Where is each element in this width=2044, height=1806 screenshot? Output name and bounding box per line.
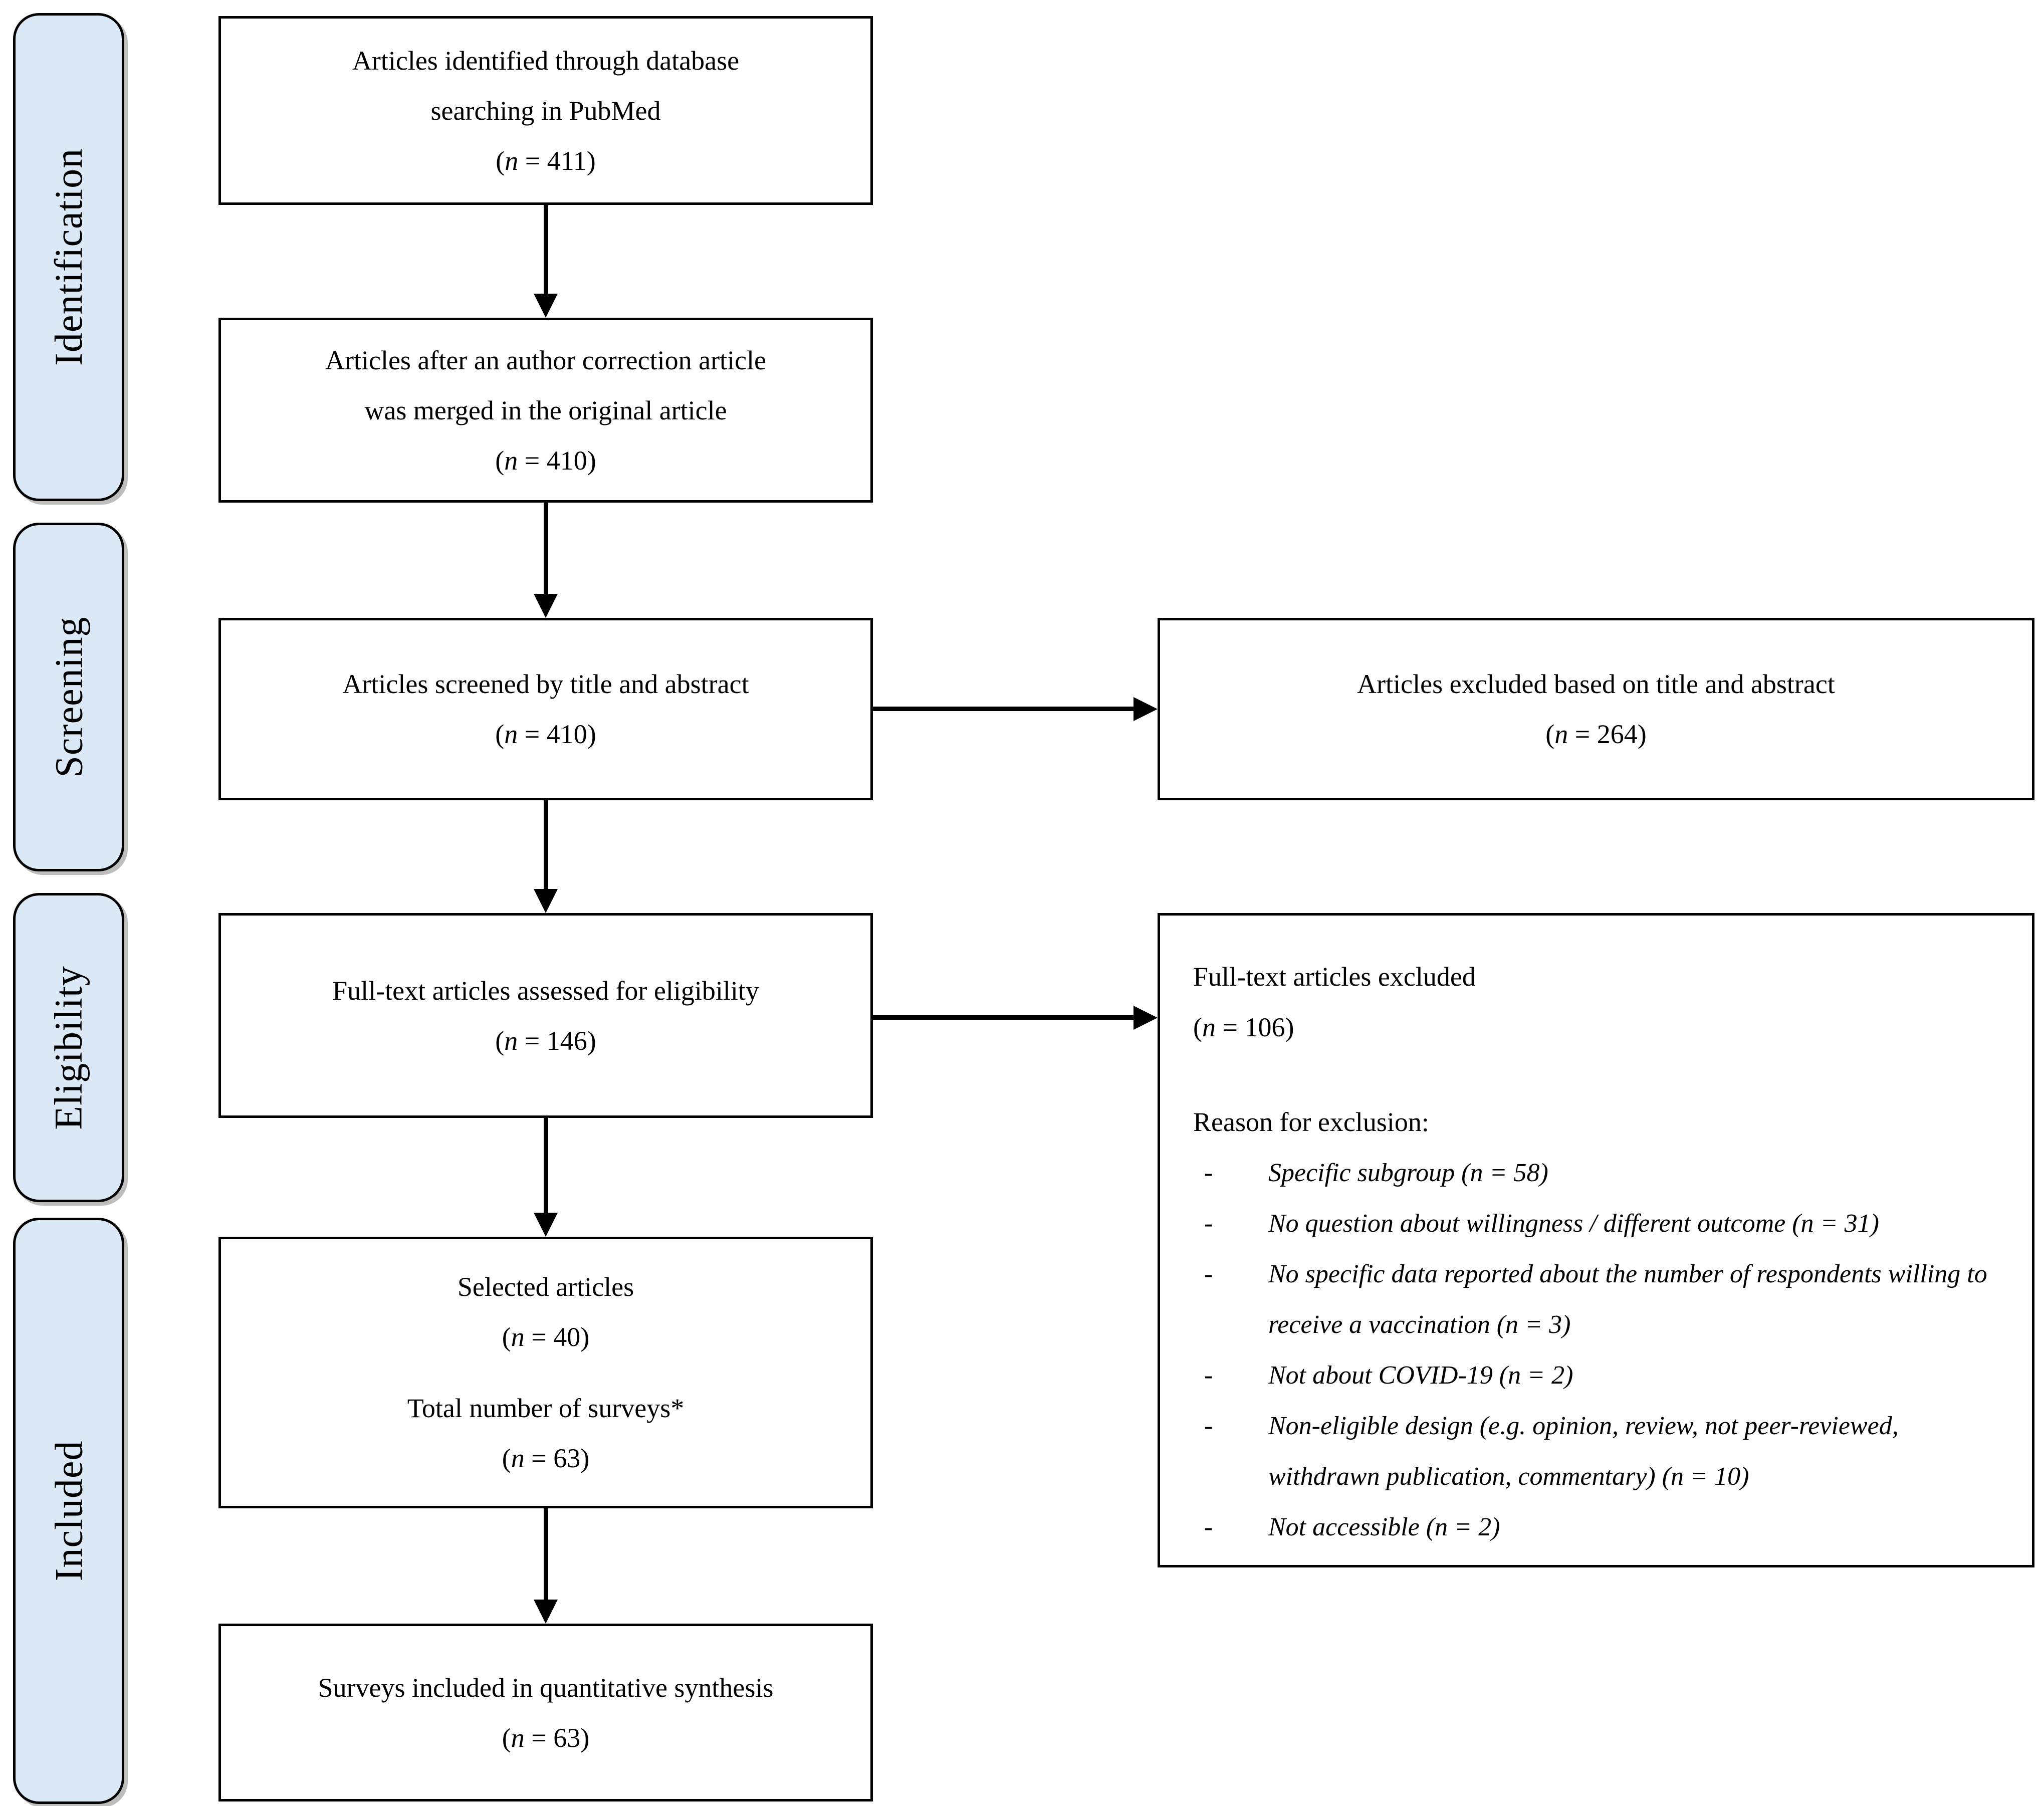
box-articles-merged-line2: was merged in the original article [364,395,727,425]
arrow-screened-to-excluded-head [1133,697,1158,721]
box-articles-merged-count: (n = 410) [495,445,596,476]
excluded-fulltext-title: Full-text articles excluded [1193,962,1476,992]
box-articles-identified-count: (n = 411) [496,145,596,176]
spacer [1193,1053,2012,1097]
box-articles-merged-line1: Articles after an author correction arti… [325,345,767,375]
arrow-fulltext-to-selected-head [534,1213,558,1237]
dash-bullet: - [1204,1159,1213,1187]
arrow-merged-to-screened-line [544,503,548,594]
dash-bullet: - [1204,1412,1213,1440]
box-selected-articles-line1: Selected articles [457,1272,634,1302]
box-articles-identified-line2: searching in PubMed [430,95,661,126]
arrow-merged-to-screened-head [534,594,558,618]
arrow-screened-to-fulltext-head [534,889,558,913]
arrow-fulltext-to-selected-line [544,1118,548,1213]
box-fulltext-assessed: Full-text articles assessed for eligibil… [218,913,873,1118]
exclusion-item-text: Non-eligible design (e.g. opinion, revie… [1268,1412,1899,1491]
box-selected-articles: Selected articles (n = 40) Total number … [218,1237,873,1508]
stage-screening-label: Screening [47,616,91,778]
box-articles-identified-line1: Articles identified through database [352,45,740,76]
exclusion-item-text: Specific subgroup (n = 58) [1268,1159,1548,1187]
dash-bullet: - [1204,1361,1213,1390]
exclusion-item: - No specific data reported about the nu… [1193,1249,2012,1350]
box-total-surveys-count: (n = 63) [502,1443,590,1473]
box-articles-merged: Articles after an author correction arti… [218,318,873,503]
box-excluded-title-abstract-line1: Articles excluded based on title and abs… [1357,669,1835,699]
arrow-screened-to-excluded-line [873,707,1135,711]
arrow-selected-to-synthesis-head [534,1600,558,1624]
box-total-surveys-line: Total number of surveys* [407,1393,685,1423]
box-articles-screened: Articles screened by title and abstract … [218,618,873,800]
box-articles-identified: Articles identified through database sea… [218,16,873,205]
stage-eligibility-label: Eligibility [47,965,90,1130]
box-articles-screened-count: (n = 410) [495,719,596,749]
arrow-identified-to-merged-line [544,205,548,296]
exclusion-item: - Not accessible (n = 2) [1193,1502,2012,1552]
dash-bullet: - [1204,1209,1213,1238]
box-excluded-fulltext: Full-text articles excluded (n = 106) Re… [1158,913,2034,1567]
exclusion-item-text: No specific data reported about the numb… [1268,1260,1987,1339]
dash-bullet: - [1204,1260,1213,1288]
excluded-fulltext-count: (n = 106) [1193,1012,1294,1042]
exclusion-item-text: No question about willingness / differen… [1268,1209,1879,1238]
box-selected-articles-count: (n = 40) [502,1322,590,1352]
box-fulltext-assessed-line1: Full-text articles assessed for eligibil… [332,975,759,1006]
box-articles-screened-line1: Articles screened by title and abstract [342,669,749,699]
box-surveys-synthesis: Surveys included in quantitative synthes… [218,1624,873,1801]
exclusion-item: - Not about COVID-19 (n = 2) [1193,1350,2012,1401]
stage-identification-label: Identification [47,148,91,366]
exclusion-item: - Non-eligible design (e.g. opinion, rev… [1193,1401,2012,1502]
box-surveys-synthesis-line1: Surveys included in quantitative synthes… [318,1672,774,1703]
arrow-selected-to-synthesis-line [544,1508,548,1600]
box-fulltext-assessed-count: (n = 146) [495,1025,596,1056]
box-excluded-title-abstract-count: (n = 264) [1545,719,1647,749]
arrow-fulltext-to-excluded-head [1133,1006,1158,1030]
exclusion-item-text: Not accessible (n = 2) [1268,1513,1500,1541]
stage-included-label: Included [47,1440,91,1582]
arrow-identified-to-merged-head [534,294,558,318]
stage-eligibility: Eligibility [13,893,124,1202]
stage-identification: Identification [13,13,124,501]
exclusion-item: - Specific subgroup (n = 58) [1193,1148,2012,1198]
dash-bullet: - [1204,1513,1213,1541]
arrow-fulltext-to-excluded-line [873,1015,1135,1020]
stage-screening: Screening [13,523,124,871]
exclusion-item-text: Not about COVID-19 (n = 2) [1268,1361,1573,1390]
arrow-screened-to-fulltext-line [544,800,548,889]
box-surveys-synthesis-count: (n = 63) [502,1722,590,1753]
stage-included: Included [13,1218,124,1804]
reason-heading: Reason for exclusion: [1193,1107,1429,1137]
exclusion-item: - No question about willingness / differ… [1193,1198,2012,1249]
box-excluded-title-abstract: Articles excluded based on title and abs… [1158,618,2034,800]
